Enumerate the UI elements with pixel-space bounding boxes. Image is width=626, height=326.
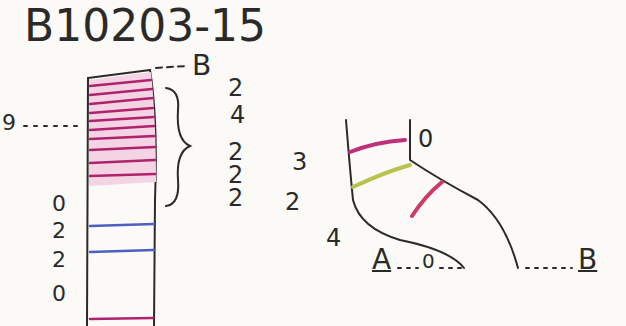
callout-number: 4 bbox=[326, 226, 341, 250]
callout-number: B bbox=[578, 246, 597, 274]
leader-dots bbox=[24, 125, 80, 127]
layer-line bbox=[90, 117, 154, 121]
leader-dashes bbox=[156, 66, 186, 68]
pink-zone bbox=[89, 72, 156, 186]
callout-number: 0 bbox=[52, 193, 66, 215]
layer-line bbox=[90, 160, 155, 163]
callout-number: 4 bbox=[230, 103, 245, 127]
core-left-edge bbox=[87, 78, 88, 326]
callout-number: 2 bbox=[228, 140, 243, 164]
callout-number: 2 bbox=[52, 220, 66, 242]
sketch-title: B10203-15 bbox=[24, 4, 266, 48]
yellow-band bbox=[353, 165, 410, 187]
callout-number: 2 bbox=[52, 249, 66, 271]
bracket bbox=[166, 88, 190, 206]
callout-number: 9 bbox=[2, 112, 16, 134]
callout-number: B bbox=[192, 52, 211, 80]
core-left-edge bbox=[346, 120, 464, 268]
leader-dots bbox=[440, 267, 462, 269]
core-right-edge bbox=[410, 120, 518, 268]
layer-line bbox=[90, 89, 152, 95]
layer-line bbox=[90, 126, 154, 130]
red-band bbox=[412, 182, 442, 216]
layer-line bbox=[90, 318, 153, 319]
layer-line bbox=[90, 80, 151, 86]
callout-number: 2 bbox=[285, 190, 300, 214]
callout-number: 0 bbox=[422, 251, 435, 271]
leader-dots bbox=[398, 267, 418, 269]
callout-number: 2 bbox=[228, 186, 243, 210]
callout-number: 2 bbox=[228, 76, 243, 100]
layer-line bbox=[90, 136, 155, 139]
blue-layer-line bbox=[90, 250, 154, 252]
layer-line bbox=[90, 147, 155, 150]
layer-line bbox=[90, 98, 153, 104]
callout-number: 3 bbox=[292, 150, 307, 174]
callout-number: 0 bbox=[52, 283, 66, 305]
callout-number: A bbox=[372, 246, 391, 274]
layer-line bbox=[90, 174, 155, 176]
callout-number: 2 bbox=[228, 163, 243, 187]
callout-number: 0 bbox=[418, 127, 433, 151]
blue-layer-line bbox=[90, 224, 154, 226]
leader-dots bbox=[526, 267, 572, 269]
pink-band bbox=[350, 140, 405, 152]
layer-line bbox=[90, 108, 153, 113]
